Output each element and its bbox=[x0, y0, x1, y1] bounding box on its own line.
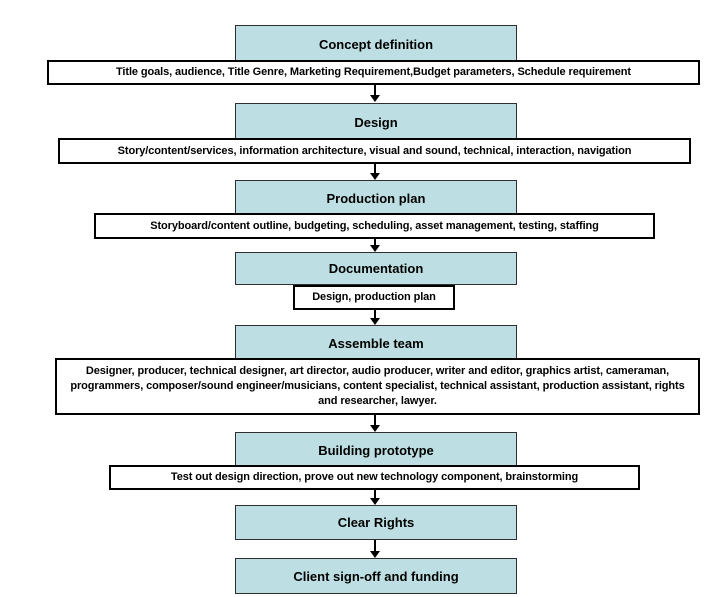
arrow-head bbox=[370, 551, 380, 558]
arrow-line bbox=[374, 239, 376, 246]
stage-client-signoff-funding: Client sign-off and funding bbox=[235, 558, 517, 594]
detail-production-plan: Storyboard/content outline, budgeting, s… bbox=[94, 213, 655, 239]
arrow-down-icon bbox=[369, 85, 381, 102]
arrow-down-icon bbox=[369, 239, 381, 252]
stage-documentation: Documentation bbox=[235, 252, 517, 285]
stage-label: Client sign-off and funding bbox=[293, 568, 459, 584]
arrow-down-icon bbox=[369, 415, 381, 432]
stage-label: Documentation bbox=[328, 261, 424, 276]
arrow-head bbox=[370, 318, 380, 325]
arrow-head bbox=[370, 425, 380, 432]
detail-text: Test out design direction, prove out new… bbox=[170, 471, 579, 483]
arrow-head bbox=[370, 173, 380, 180]
stage-label: Design bbox=[354, 114, 398, 130]
stage-building-prototype: Building prototype bbox=[235, 432, 517, 468]
stage-label: Clear Rights bbox=[337, 515, 415, 530]
stage-label: Assemble team bbox=[328, 336, 424, 351]
detail-assemble-team: Designer, producer, technical designer, … bbox=[55, 358, 700, 415]
arrow-line bbox=[374, 310, 376, 319]
stage-assemble-team: Assemble team bbox=[235, 325, 517, 362]
detail-text: Design, production plan bbox=[312, 291, 436, 303]
arrow-line bbox=[374, 85, 376, 96]
stage-label: Production plan bbox=[326, 191, 426, 206]
arrow-line bbox=[374, 164, 376, 174]
stage-production-plan: Production plan bbox=[235, 180, 517, 217]
arrow-head bbox=[370, 498, 380, 505]
stage-design: Design bbox=[235, 103, 517, 141]
arrow-down-icon bbox=[369, 310, 381, 325]
arrow-head bbox=[370, 245, 380, 252]
arrow-down-icon bbox=[369, 490, 381, 505]
arrow-line bbox=[374, 415, 376, 426]
arrow-line bbox=[374, 540, 376, 552]
detail-text: Title goals, audience, Title Genre, Mark… bbox=[116, 66, 631, 78]
detail-design: Story/content/services, information arch… bbox=[58, 138, 691, 164]
arrow-down-icon bbox=[369, 164, 381, 180]
detail-concept-definition: Title goals, audience, Title Genre, Mark… bbox=[47, 60, 700, 85]
arrow-down-icon bbox=[369, 540, 381, 558]
detail-documentation: Design, production plan bbox=[293, 285, 455, 310]
detail-text: Story/content/services, information arch… bbox=[117, 144, 632, 157]
stage-label: Concept definition bbox=[318, 36, 434, 52]
detail-text: Storyboard/content outline, budgeting, s… bbox=[150, 219, 599, 232]
arrow-head bbox=[370, 95, 380, 102]
stage-clear-rights: Clear Rights bbox=[235, 505, 517, 540]
stage-label: Building prototype bbox=[318, 442, 434, 458]
detail-text: Designer, producer, technical designer, … bbox=[70, 365, 685, 407]
arrow-line bbox=[374, 490, 376, 499]
detail-building-prototype: Test out design direction, prove out new… bbox=[109, 465, 640, 490]
stage-concept-definition: Concept definition bbox=[235, 25, 517, 63]
